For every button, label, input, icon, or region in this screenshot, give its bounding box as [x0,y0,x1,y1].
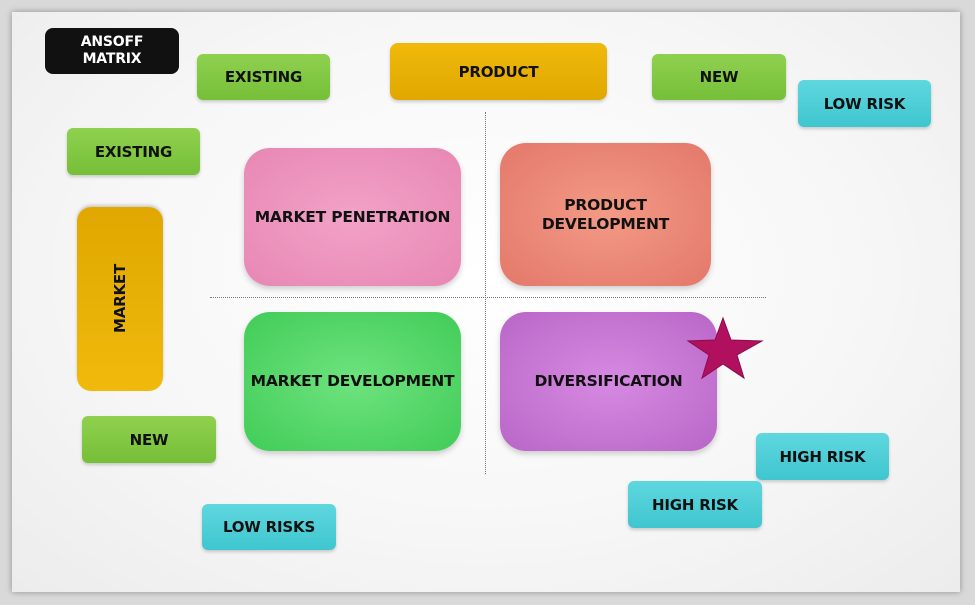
vertical-divider [485,112,486,474]
market-new-label: NEW [82,416,216,463]
quadrant-market-development: MARKET DEVELOPMENT [244,312,461,451]
quadrant-market-penetration: MARKET PENETRATION [244,148,461,286]
product-new-label: NEW [652,54,786,100]
title-badge: ANSOFF MATRIX [45,28,179,74]
high-risk-label-lower: HIGH RISK [628,481,762,528]
horizontal-divider [210,297,766,298]
star-icon [686,316,764,380]
market-existing-label: EXISTING [67,128,200,175]
low-risks-label-bottom: LOW RISKS [202,504,336,550]
product-axis-label: PRODUCT [390,43,607,100]
quadrant-diversification: DIVERSIFICATION [500,312,717,451]
product-existing-label: EXISTING [197,54,330,100]
star-shape [686,316,764,380]
market-axis-label: MARKET [77,207,163,391]
high-risk-label-upper: HIGH RISK [756,433,889,480]
quadrant-product-development: PRODUCT DEVELOPMENT [500,143,711,286]
low-risk-label-top: LOW RISK [798,80,931,127]
